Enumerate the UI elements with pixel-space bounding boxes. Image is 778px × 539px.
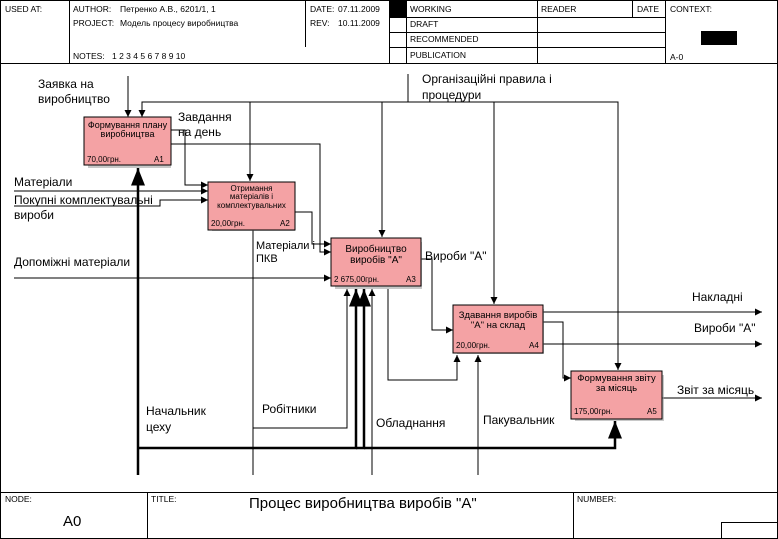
arrow-materials-pkv	[294, 211, 331, 248]
box-a3-cost: 2 675,00грн.	[334, 275, 380, 284]
arrow-daily-task-a2	[171, 129, 208, 189]
header-grid	[0, 0, 778, 64]
box-a2-cost: 20,00грн.	[211, 219, 246, 228]
working-status-marker	[390, 1, 406, 17]
title-label: TITLE:	[151, 494, 177, 504]
label-products-mid: Вироби "А"	[425, 249, 487, 263]
box-a3-id: A3	[406, 275, 416, 284]
label-rules: Організаційні правила і процедури	[422, 72, 552, 102]
box-a5-id: A5	[647, 407, 657, 416]
context-node-marker	[701, 31, 737, 45]
date-value: 07.11.2009	[338, 4, 380, 14]
label-head: Начальник цеху	[146, 404, 206, 435]
arrow-a4-to-a5	[543, 321, 571, 382]
box-a5-title: Формування звіту за місяць	[577, 373, 656, 394]
activity-boxes	[83, 116, 664, 421]
author-label: AUTHOR:	[73, 4, 112, 14]
notes-label: NOTES:	[73, 51, 105, 61]
status-recommended: RECOMMENDED	[410, 34, 479, 44]
context-label: CONTEXT:	[670, 4, 713, 14]
box-a4-title: Здавання виробів "А" на склад	[458, 310, 538, 331]
box-a5[interactable]	[570, 370, 663, 420]
box-a1[interactable]	[83, 116, 172, 166]
label-daily-task: Завдання на день	[178, 110, 232, 139]
label-invoices: Накладні	[692, 290, 743, 304]
box-a1-id: A1	[154, 155, 164, 164]
box-a5-cost: 175,00грн.	[574, 407, 613, 416]
head-arrows	[131, 168, 622, 475]
node-value: A0	[63, 513, 82, 530]
rev-value: 10.11.2009	[338, 18, 380, 28]
number-label: NUMBER:	[577, 494, 617, 504]
rev-label: REV:	[310, 18, 330, 28]
status-draft: DRAFT	[410, 19, 439, 29]
label-aux-materials: Допоміжні матеріали	[14, 255, 131, 269]
reader-date-label: DATE	[637, 4, 660, 14]
box-a3[interactable]	[330, 237, 422, 287]
label-report: Звіт за місяць	[677, 383, 755, 397]
author-value: Петренко А.В., 6201/1, 1	[120, 4, 216, 14]
label-components: Покупні комплектувальні вироби	[14, 193, 153, 222]
box-a4-cost: 20,00грн.	[456, 341, 491, 350]
diagram-arrows	[14, 74, 762, 475]
label-products-out: Вироби "А"	[694, 321, 756, 335]
box-a1-cost: 70,00грн.	[87, 155, 122, 164]
label-materials-pkv: Матеріали і ПКВ	[256, 240, 315, 266]
arrow-equipment-a4	[387, 289, 461, 381]
arrow-daily-task-a3	[171, 143, 331, 256]
label-order: Заявка на виробництво	[38, 77, 110, 106]
project-value: Модель процесу виробництва	[120, 18, 239, 28]
box-a2-id: A2	[280, 219, 290, 228]
node-label: NODE:	[5, 494, 32, 504]
label-workers: Робітники	[262, 402, 317, 416]
box-a4[interactable]	[452, 304, 544, 354]
notes-value: 1 2 3 4 5 6 7 8 9 10	[112, 51, 186, 61]
arrow-head-a5	[364, 421, 622, 450]
arrow-rules-a5	[494, 101, 622, 370]
box-a2-title: Отримання матеріалів і комплектувальних	[217, 184, 286, 210]
label-materials: Матеріали	[14, 175, 73, 189]
label-packer: Пакувальник	[483, 413, 555, 427]
status-publication: PUBLICATION	[410, 50, 467, 60]
arrow-rules-a1	[138, 74, 409, 117]
arrow-components	[14, 196, 208, 207]
date-label: DATE:	[310, 4, 335, 14]
box-a1-title: Формування плану виробництва	[87, 120, 168, 140]
arrow-workers-a3	[253, 289, 351, 429]
footer-grid	[0, 492, 778, 539]
box-a2[interactable]	[207, 181, 296, 231]
reader-label: READER	[541, 4, 577, 14]
box-a3-title: Виробництво виробів "А"	[345, 244, 407, 266]
diagram-title: Процес виробництва виробів "А"	[249, 495, 477, 512]
label-equipment: Обладнання	[376, 416, 446, 430]
context-node: A-0	[670, 52, 684, 62]
used-at-label: USED AT:	[5, 4, 43, 14]
box-a4-id: A4	[529, 341, 539, 350]
arrow-products-mid	[420, 258, 453, 334]
project-label: PROJECT:	[73, 18, 115, 28]
status-working: WORKING	[410, 4, 452, 14]
